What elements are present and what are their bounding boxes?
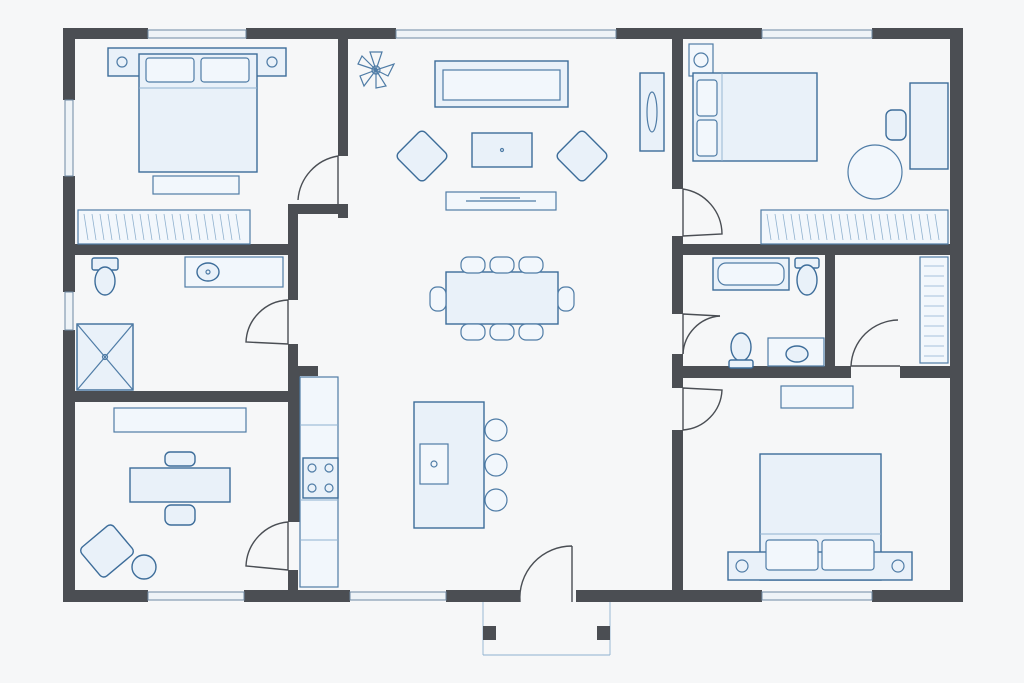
door-swing <box>245 299 289 345</box>
sink-vanity <box>184 256 284 288</box>
door-swing <box>682 188 723 237</box>
window <box>147 591 245 601</box>
dining-chairs <box>429 256 575 341</box>
exterior-walls <box>63 28 963 602</box>
bed <box>107 47 287 195</box>
bathroom-1 <box>76 256 284 391</box>
door-swing <box>682 313 721 354</box>
armchair <box>80 524 134 578</box>
shower <box>76 323 134 391</box>
sink-vanity <box>767 337 825 367</box>
dining-area <box>429 256 575 341</box>
door-swing <box>297 155 339 204</box>
plant-icon <box>357 51 396 89</box>
bed <box>692 72 818 162</box>
chair <box>164 451 196 526</box>
kitchen-island <box>413 401 485 529</box>
coffee-table <box>471 132 533 168</box>
window <box>761 29 873 39</box>
dresser <box>780 385 854 409</box>
desk <box>129 467 231 503</box>
toilet <box>728 332 754 369</box>
door-swing <box>850 319 900 367</box>
dining-table <box>445 271 559 325</box>
closet-rack <box>919 256 949 364</box>
bathroom-2 <box>712 257 825 369</box>
bedroom-3 <box>727 385 913 581</box>
island-stools <box>484 418 508 512</box>
porch-column <box>483 626 496 640</box>
armchair <box>556 130 608 182</box>
closet <box>919 256 949 364</box>
armchair <box>396 130 448 182</box>
door-swing <box>682 315 721 355</box>
side-table <box>131 554 157 580</box>
toilet <box>794 257 820 296</box>
bathtub <box>712 257 790 291</box>
window <box>395 29 617 39</box>
entry-porch <box>482 602 611 656</box>
tv-console <box>639 72 665 152</box>
nightstand <box>688 43 714 77</box>
window <box>64 291 74 331</box>
stove <box>302 457 339 499</box>
chair <box>885 109 907 141</box>
bed <box>727 453 913 581</box>
windows <box>64 29 873 601</box>
window <box>64 99 74 177</box>
living-room <box>357 51 665 211</box>
window <box>761 591 873 601</box>
bedroom-1 <box>77 47 287 245</box>
door-swing <box>245 521 289 571</box>
toilet <box>91 257 119 296</box>
window <box>147 29 247 39</box>
wardrobe <box>77 209 251 245</box>
sofa <box>434 60 569 108</box>
bedroom-2 <box>688 43 949 245</box>
office <box>80 407 247 580</box>
front-door-swing <box>519 545 573 603</box>
doors <box>245 155 900 603</box>
rug <box>847 144 903 200</box>
wardrobe <box>760 209 949 245</box>
desk <box>909 82 949 170</box>
shelf <box>113 407 247 433</box>
interior-walls <box>75 39 950 590</box>
door-swing <box>682 387 723 431</box>
porch-column <box>597 626 610 640</box>
window <box>349 591 447 601</box>
kitchen <box>299 376 508 588</box>
